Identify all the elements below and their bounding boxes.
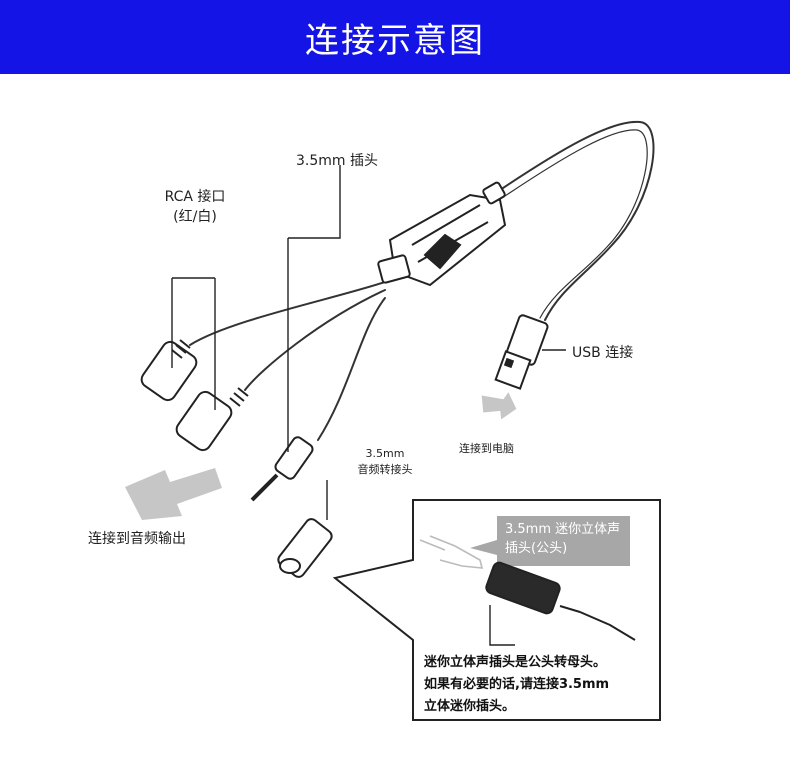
jack-plug-body (274, 436, 314, 480)
title-banner: 连接示意图 (0, 0, 790, 74)
rca-label-line2: (红/白) (173, 209, 217, 225)
callout-box (470, 516, 630, 566)
inset-gray-plug-outline (419, 535, 484, 569)
rca-cable-left (189, 281, 386, 346)
adapter-label-line1: 3.5mm (365, 447, 405, 460)
callout-text: 3.5mm 迷你立体声 插头(公头) (505, 520, 620, 558)
audio-out-arrow (125, 468, 222, 520)
plug-35-label: 3.5mm 插头 (296, 153, 378, 169)
usb-plug-hole (503, 357, 515, 369)
to-pc-arrow (481, 392, 517, 420)
leader-lines (171, 165, 566, 520)
cables (189, 120, 655, 441)
adapter-label-line2: 音频转接头 (357, 463, 413, 476)
adapter-35 (277, 518, 333, 578)
hub-dark-panel (423, 233, 462, 270)
inset-adapter-body (485, 561, 561, 615)
plug-cable (317, 297, 386, 441)
jack-35-plug (250, 436, 314, 502)
rca-leader (171, 277, 216, 410)
splitter-hub (377, 181, 507, 287)
usb-cable-inner (504, 129, 648, 319)
to-pc-label: 连接到电脑 (459, 442, 514, 455)
rca-right-body (175, 390, 233, 452)
rca-left-grip (171, 339, 191, 359)
page-title: 连接示意图 (305, 20, 485, 61)
hub-collar (377, 254, 411, 284)
usb-plug (494, 314, 549, 390)
inset-leader (489, 605, 515, 646)
rca-cable-right (244, 289, 386, 391)
rca-connectors (140, 339, 249, 452)
usb-label: USB 连接 (572, 345, 634, 361)
inset-adapter (485, 561, 636, 646)
usb-plug-metal (494, 350, 532, 390)
inset-note-line2: 如果有必要的话,请连接3.5mm (424, 677, 610, 692)
inset-note: 迷你立体声插头是公头转母头。 如果有必要的话,请连接3.5mm 立体迷你插头。 (424, 652, 609, 718)
callout-line2: 插头(公头) (505, 541, 568, 556)
inset-note-line1: 迷你立体声插头是公头转母头。 (424, 655, 607, 670)
inset-note-line3: 立体迷你插头。 (424, 699, 516, 714)
adapter-opening (279, 558, 301, 574)
hub-top-collar (482, 181, 506, 205)
inset-adapter-plug (559, 605, 636, 641)
inset-gray-plug (419, 535, 484, 569)
jack-plug-pin (250, 473, 279, 502)
rca-label-line1: RCA 接口 (164, 189, 226, 205)
usb-cable (499, 120, 655, 321)
callout-line1: 3.5mm 迷你立体声 (505, 522, 621, 537)
rca-right-grip (229, 387, 249, 407)
audio-out-label: 连接到音频输出 (88, 531, 186, 547)
plug-leader (287, 165, 341, 452)
rca-left-body (140, 340, 198, 402)
